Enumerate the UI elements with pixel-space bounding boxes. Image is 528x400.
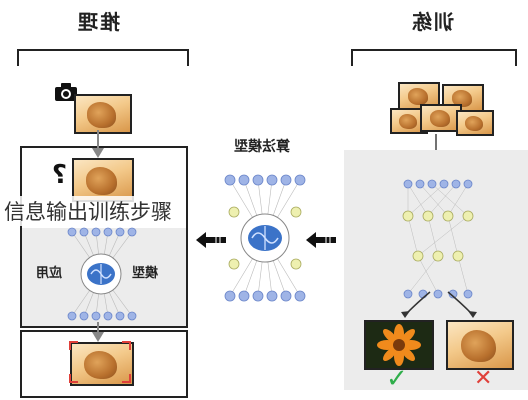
- dog-output-photo: [446, 320, 514, 370]
- input-photo: [74, 94, 132, 134]
- question-mark-text: ?: [52, 160, 68, 190]
- model-label-text: 模型: [132, 266, 159, 281]
- inference-network: [67, 227, 137, 321]
- flower-icon: [377, 324, 421, 366]
- arrow-down-icon: [92, 130, 104, 158]
- training-photo: [456, 110, 494, 136]
- inference-bracket: [17, 49, 517, 66]
- camera-icon: [55, 83, 77, 101]
- center-label: 算法模型: [234, 136, 290, 156]
- brain-icon: [248, 225, 282, 251]
- brain-icon: [87, 263, 115, 285]
- center-network: [224, 174, 306, 302]
- model-label: 模型: [132, 262, 158, 281]
- arrow-left-icon: [196, 232, 226, 248]
- question-mark: ?: [52, 160, 67, 190]
- wrong-mark: ✕: [474, 366, 493, 391]
- center-label-text: 算法模型: [234, 139, 290, 155]
- apply-label-text: 应用: [36, 266, 63, 281]
- apply-label: 应用: [36, 262, 62, 281]
- correct-mark: ✓: [386, 364, 408, 394]
- flower-photo: [364, 320, 434, 370]
- training-network: [402, 179, 474, 299]
- output-arrows: [401, 291, 477, 318]
- caption: 信息输出训练步骤: [0, 196, 176, 226]
- output-photo: [70, 342, 134, 386]
- focus-frame: [69, 341, 131, 383]
- arrow-left-icon: [306, 232, 336, 248]
- arrow-down-icon: [92, 322, 104, 342]
